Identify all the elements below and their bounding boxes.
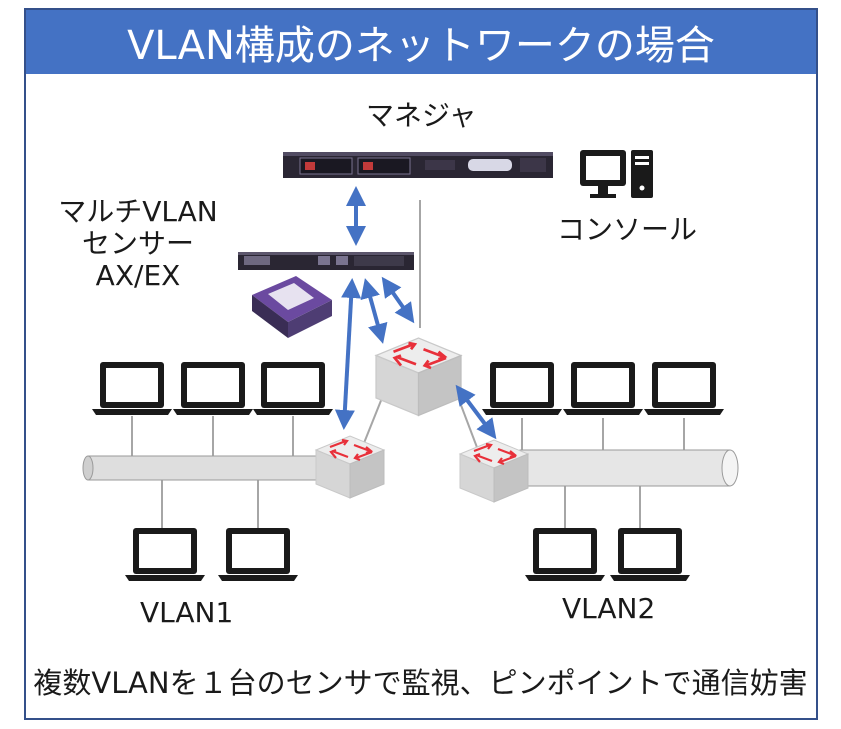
vlan2-laptop-top-3 xyxy=(644,362,724,415)
arrow-sensor-core-switch-2 xyxy=(381,276,415,324)
vlan2-label: VLAN2 xyxy=(562,592,656,625)
sensor-server xyxy=(238,252,414,270)
sensor-appliance xyxy=(252,276,332,338)
footer-caption: 複数VLANを１台のセンサで監視、ピンポイントで通信妨害 xyxy=(33,666,808,700)
vlan2-laptop-top-1 xyxy=(482,362,562,415)
sensor-label-line2: センサー xyxy=(81,227,194,261)
vlan1-laptop-bottom-1 xyxy=(125,528,205,581)
vlan1-switch xyxy=(314,434,386,500)
vlan1-laptop-top-1 xyxy=(92,362,172,415)
vlan2-laptop-bottom-2 xyxy=(610,528,690,581)
vlan1-laptop-bottom-2 xyxy=(218,528,298,581)
vlan2-bus xyxy=(519,449,739,487)
vlan1-laptop-top-2 xyxy=(173,362,253,415)
arrow-sensor-core-switch xyxy=(360,278,388,344)
traffic-arrows xyxy=(334,186,497,440)
network-links xyxy=(131,200,685,528)
manager-server xyxy=(283,152,553,178)
console-pc-icon xyxy=(580,150,653,198)
vlan1-bus xyxy=(82,455,329,481)
vlan2-switch xyxy=(458,438,530,504)
vlan1-label: VLAN1 xyxy=(140,596,234,629)
vlan2-laptop-top-2 xyxy=(563,362,643,415)
sensor-label: マルチVLAN センサー AX/EX xyxy=(50,195,226,293)
title-bar: VLAN構成のネットワークの場合 xyxy=(26,10,816,74)
core-switch xyxy=(374,336,463,417)
sensor-label-line1: マルチVLAN xyxy=(58,195,218,228)
vlan2-laptop-bottom-1 xyxy=(525,528,605,581)
manager-label: マネジャ xyxy=(366,99,477,132)
sensor-label-line3: AX/EX xyxy=(95,259,181,293)
page-title: VLAN構成のネットワークの場合 xyxy=(127,23,715,69)
arrow-sensor-vlan1-switch xyxy=(334,278,362,430)
vlan1-laptop-top-3 xyxy=(253,362,333,415)
console-label: コンソール xyxy=(557,213,698,246)
arrow-core-vlan2-switch xyxy=(455,384,497,440)
